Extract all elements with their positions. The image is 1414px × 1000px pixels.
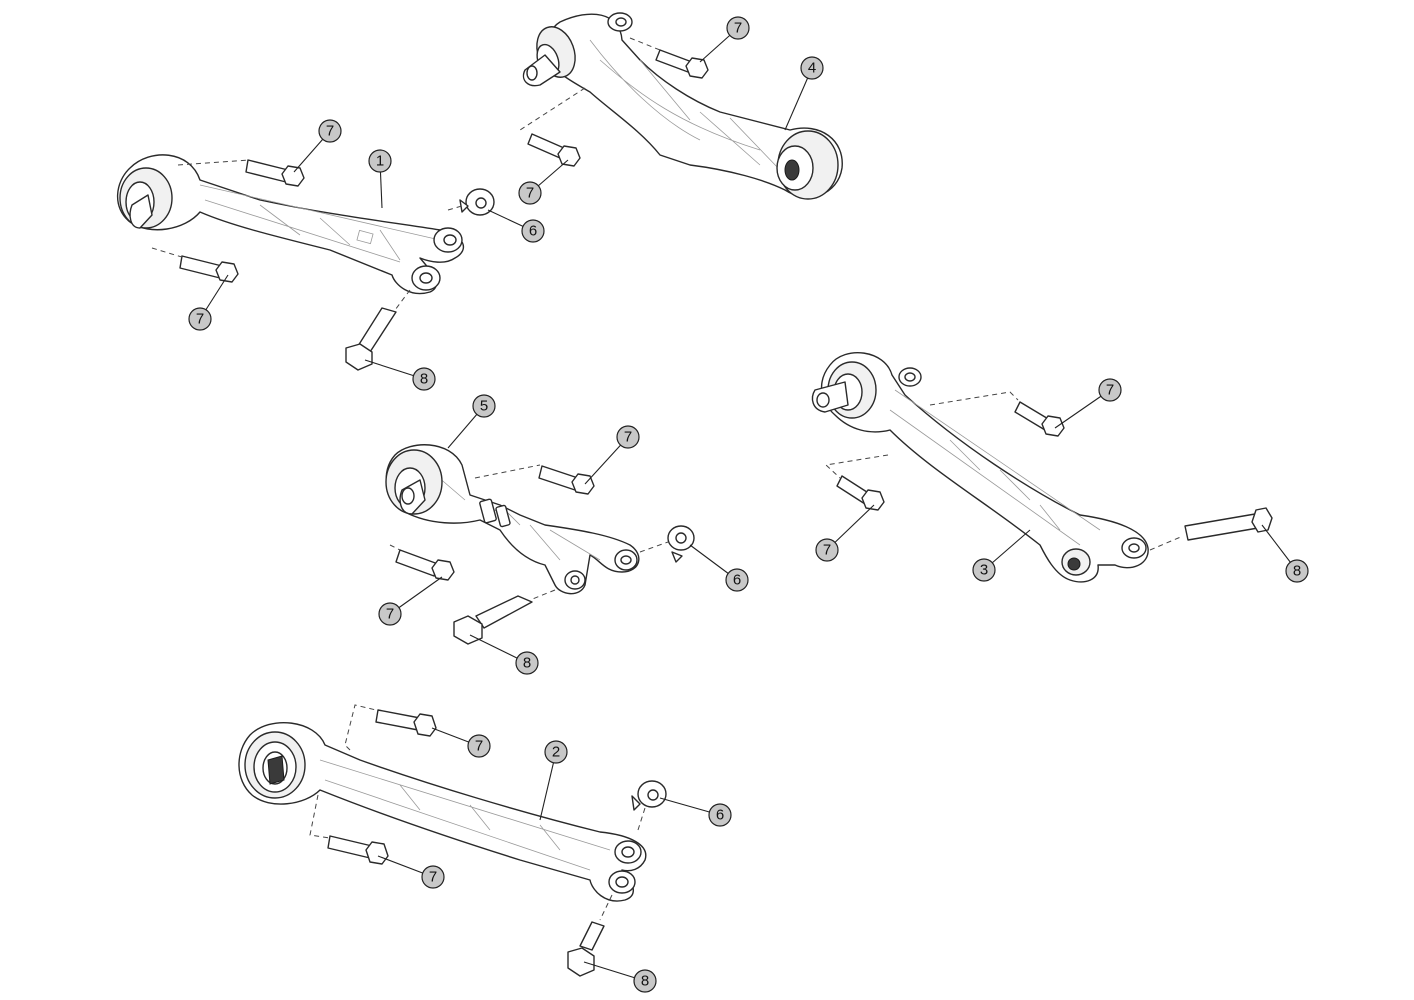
callout-label: 7 [386, 606, 394, 623]
callout-label: 7 [624, 429, 632, 446]
callout-label: 6 [529, 223, 537, 240]
control-arm-5 [385, 444, 640, 595]
bolt-8-part-5 [453, 595, 533, 645]
callout: 7 [518, 181, 542, 205]
callout: 7 [1098, 378, 1122, 402]
callout: 8 [515, 651, 539, 675]
callout-label: 2 [552, 744, 560, 761]
callout-label: 8 [420, 371, 428, 388]
bolt-7-bottom-1 [179, 255, 239, 283]
callout: 6 [521, 219, 545, 243]
callout: 8 [1285, 559, 1309, 583]
callout: 7 [421, 865, 445, 889]
callout: 1 [368, 149, 392, 173]
bolt-7-top-4 [655, 49, 709, 79]
callout-label: 6 [733, 572, 741, 589]
callout-label: 7 [1106, 382, 1114, 399]
washer-6-part-2 [631, 780, 667, 811]
bolt-7-top-2 [375, 709, 437, 737]
callout-label: 5 [480, 398, 488, 415]
control-arm-1 [116, 154, 465, 295]
bolt-7-top-1 [245, 159, 305, 187]
callout-label: 7 [526, 185, 534, 202]
callout: 7 [188, 307, 212, 331]
callout: 3 [972, 558, 996, 582]
callout-label: 1 [376, 153, 384, 170]
callout-label: 8 [1293, 563, 1301, 580]
callout: 7 [378, 602, 402, 626]
bolt-7-mid-4 [527, 133, 581, 167]
callout-label: 7 [823, 542, 831, 559]
bolt-8-part-2 [567, 921, 605, 977]
assembly-lines [151, 37, 1184, 921]
callout: 7 [467, 734, 491, 758]
callout: 8 [412, 367, 436, 391]
callout: 6 [725, 568, 749, 592]
washer-6-part-5 [667, 525, 695, 563]
callout-label: 8 [641, 973, 649, 990]
callout: 7 [726, 16, 750, 40]
control-arm-3 [811, 351, 1149, 583]
callout-label: 7 [196, 311, 204, 328]
callout: 4 [800, 56, 824, 80]
callout: 2 [544, 740, 568, 764]
bolt-7-bottom-2 [327, 835, 389, 865]
callout-label: 7 [429, 869, 437, 886]
callout-label: 6 [716, 807, 724, 824]
control-arm-4 [522, 12, 843, 200]
callout: 6 [708, 803, 732, 827]
bolt-7-right-3 [1014, 401, 1065, 437]
callout: 7 [815, 538, 839, 562]
bolt-7-right-5 [538, 465, 595, 495]
callout-label: 7 [475, 738, 483, 755]
control-arm-2 [238, 722, 647, 902]
callout: 8 [633, 969, 657, 993]
callout-label: 3 [980, 562, 988, 579]
callout: 7 [318, 119, 342, 143]
callout: 5 [472, 394, 496, 418]
callout-label: 7 [734, 20, 742, 37]
bolt-8-part-3 [1184, 507, 1273, 541]
bolt-8-part-1 [345, 307, 397, 371]
callout-label: 8 [523, 655, 531, 672]
callout: 7 [616, 425, 640, 449]
bolt-7-left-3 [836, 475, 885, 511]
callout-label: 7 [326, 123, 334, 140]
callout-label: 4 [808, 60, 816, 77]
bolt-7-left-5 [395, 549, 455, 581]
washer-6-part-1 [459, 188, 495, 216]
